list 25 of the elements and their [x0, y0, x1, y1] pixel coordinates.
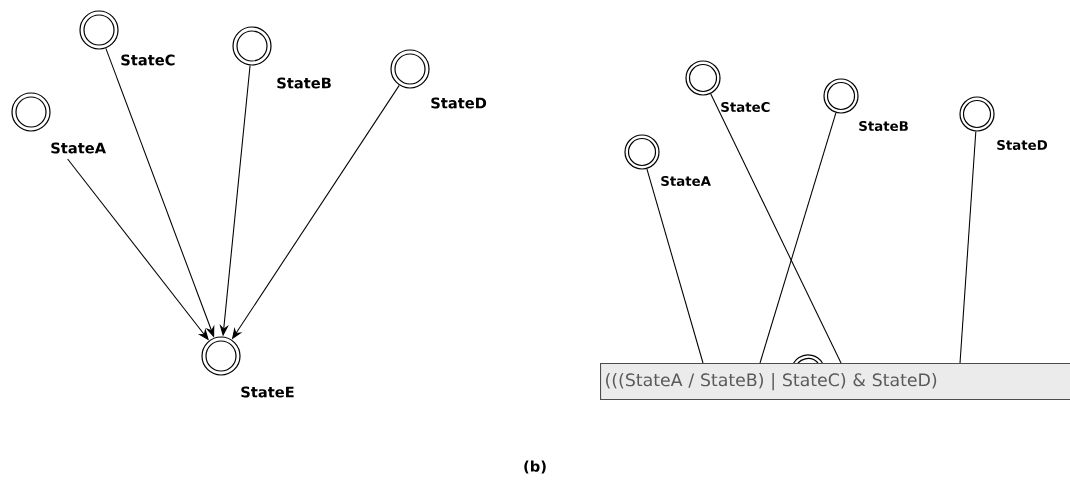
state-circle	[79, 10, 119, 50]
state-circle	[624, 134, 660, 170]
caption: (b)	[524, 460, 546, 474]
state-label: StateD	[997, 139, 1048, 151]
connector-line	[959, 131, 977, 364]
state-label: StateC	[121, 54, 175, 66]
state-label: StateE	[241, 386, 294, 398]
connector-line	[646, 168, 704, 364]
state-circle	[959, 96, 995, 132]
state-label: StateA	[51, 142, 106, 154]
state-circle	[685, 60, 721, 96]
connector-line	[710, 93, 842, 364]
expression-box: (((StateA / StateB) | StateC) & StateD)	[600, 363, 1070, 401]
state-label: StateC	[721, 101, 770, 113]
state-label: StateB	[277, 77, 331, 89]
state-label: StateD	[431, 97, 487, 109]
state-circle	[390, 49, 430, 89]
state-label: StateA	[661, 175, 711, 187]
state-circle	[823, 78, 859, 114]
state-circle	[201, 336, 241, 376]
state-circle	[232, 26, 272, 66]
connector-line	[759, 112, 837, 364]
state-circle	[11, 92, 51, 132]
state-circle	[793, 354, 824, 364]
state-label: StateB	[859, 120, 908, 132]
